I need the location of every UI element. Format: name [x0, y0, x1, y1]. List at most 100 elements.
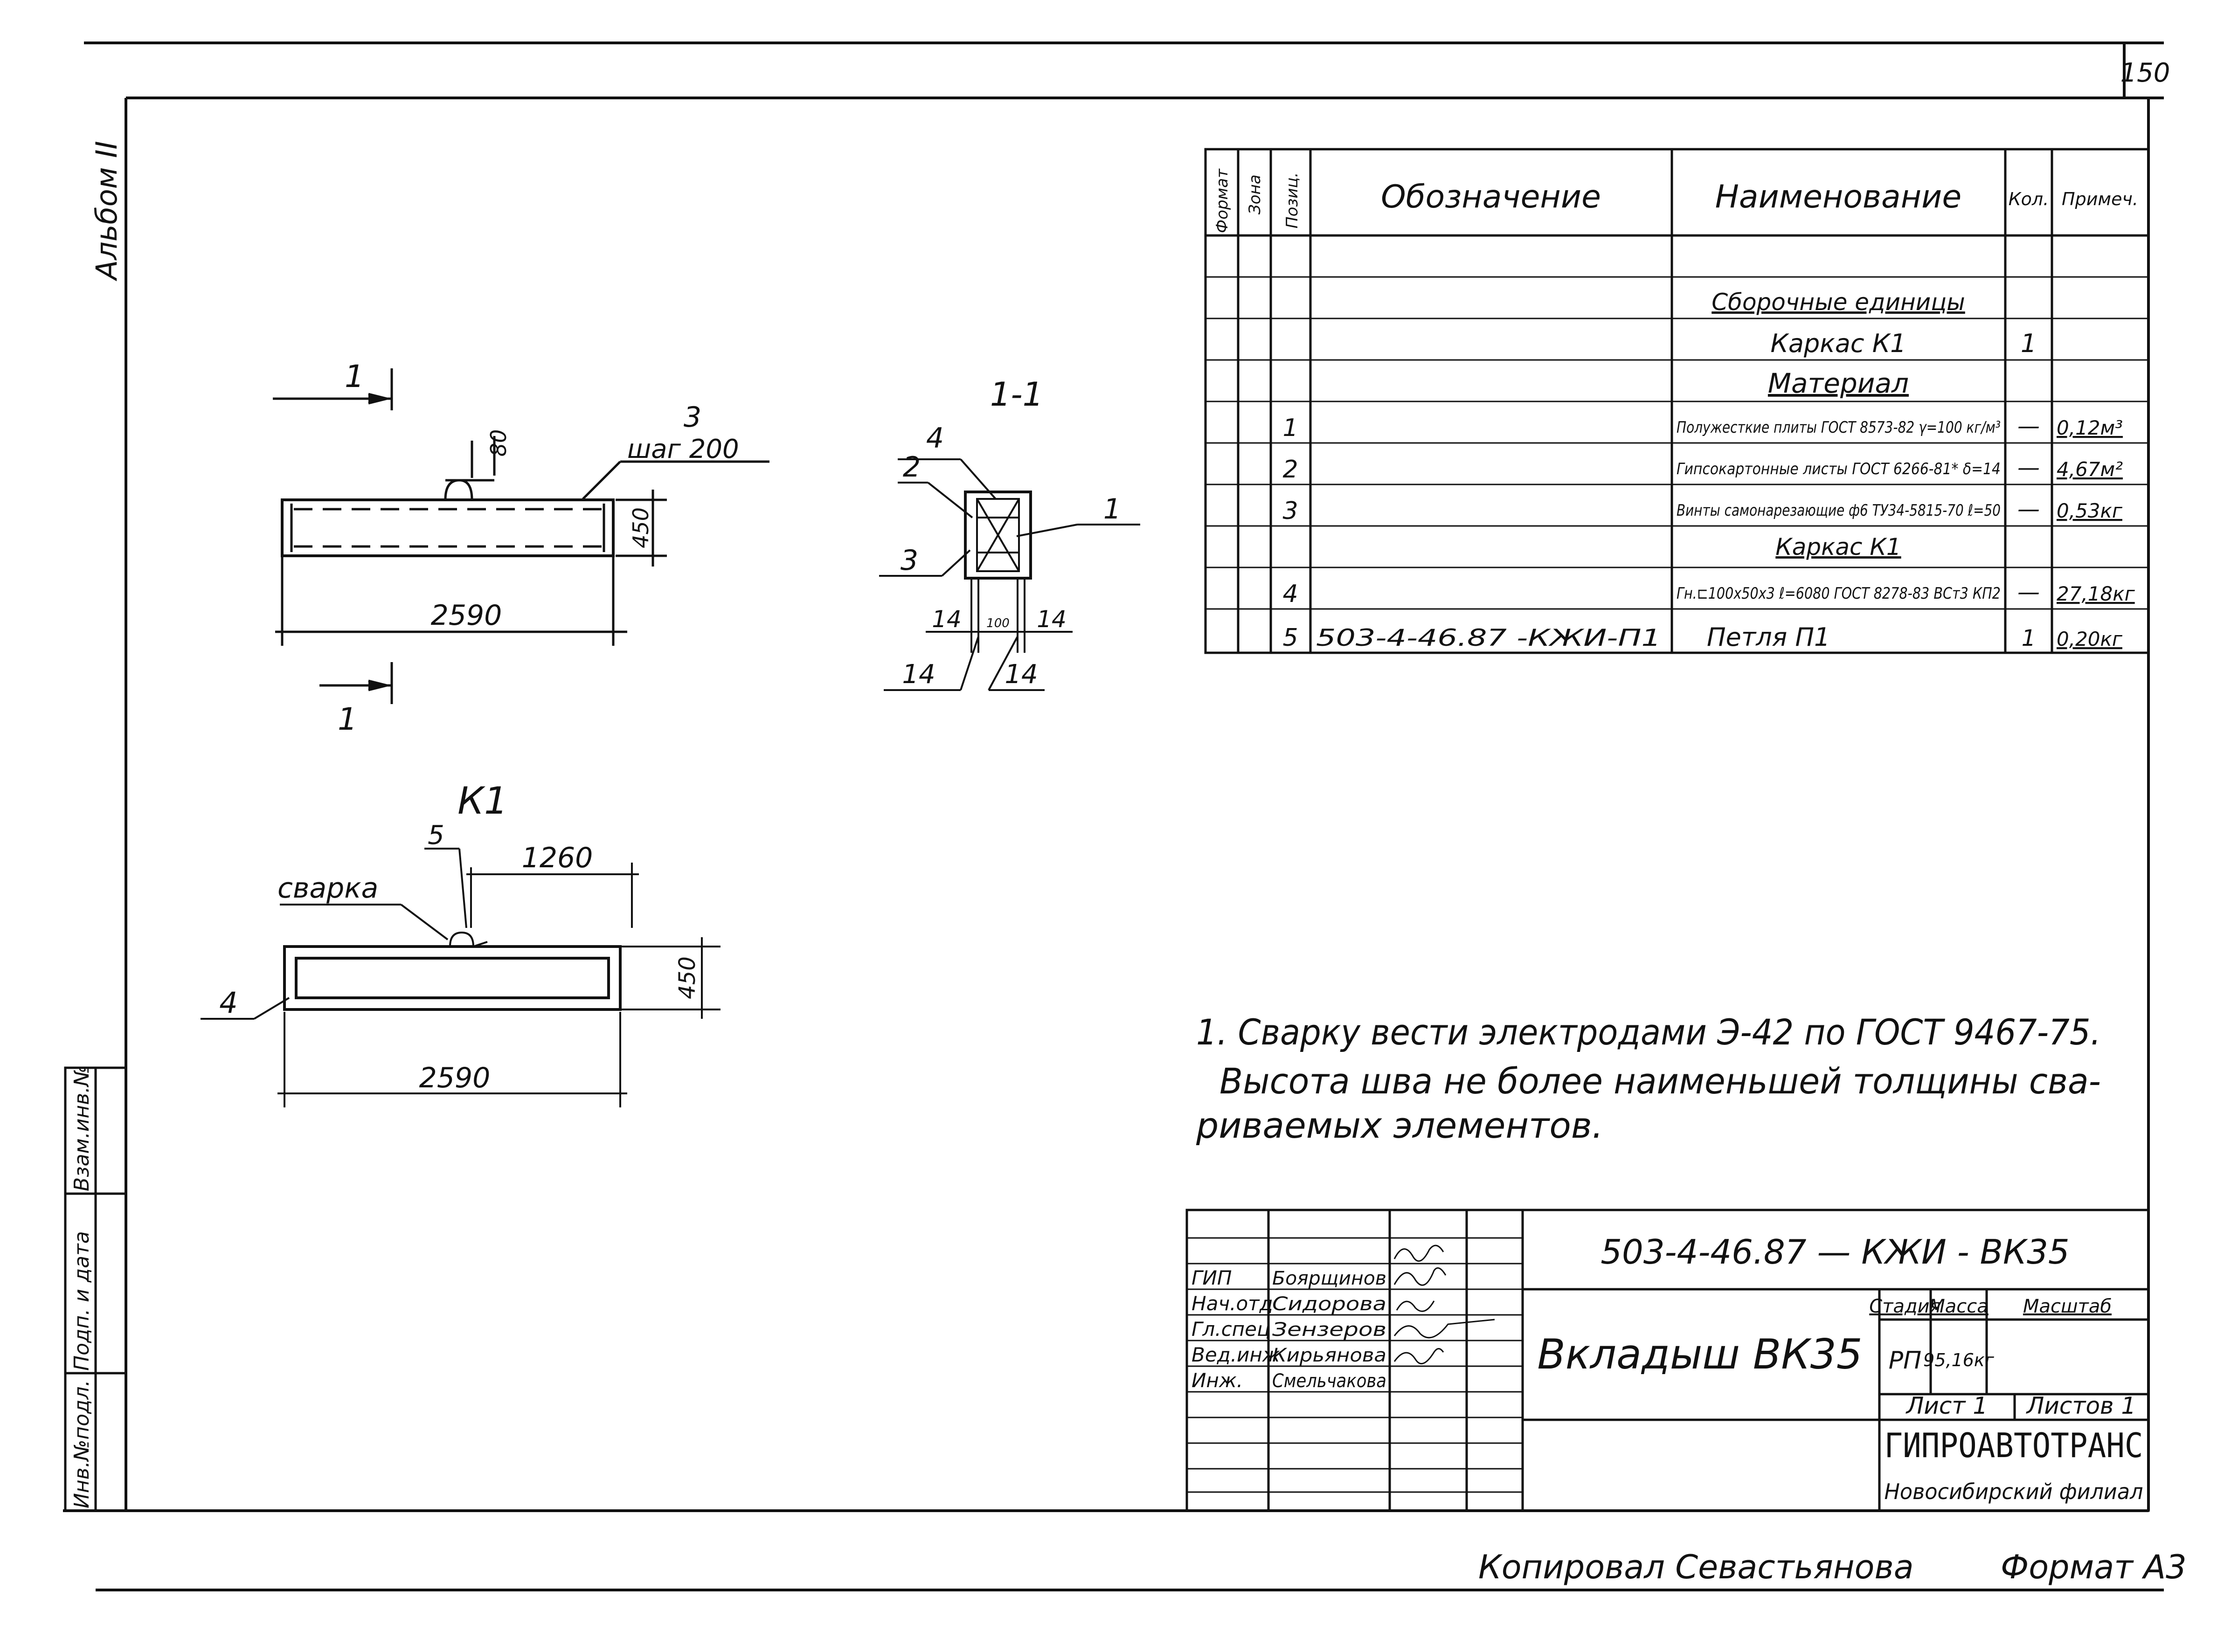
margin-stamp	[64, 1066, 127, 1512]
role-gip: ГИП	[1192, 1266, 1232, 1289]
org-name: ГИПРОАВТОТРАНС	[1885, 1426, 2143, 1465]
row-name: Гн.⊏100х50х3 ℓ=6080 ГОСТ 8278-83 ВСт3 КП…	[1677, 584, 2001, 603]
stamp-sign-cell: Подп. и дата	[70, 1231, 94, 1371]
document-title: Вкладыш ВК35	[1537, 1330, 1862, 1378]
section-dim-14-bl: 14	[902, 659, 935, 690]
scale-label: Масштаб	[2023, 1296, 2112, 1317]
header-position: Позиц.	[1283, 173, 1302, 229]
k1-callout-weld: сварка	[277, 872, 378, 905]
row-name: Гипсокартонные листы ГОСТ 6266-81* δ=14	[1677, 460, 2001, 478]
row-name: Петля П1	[1707, 622, 1830, 652]
dim-height: 450	[628, 507, 653, 548]
spec-row: 2 Гипсокартонные листы ГОСТ 6266-81* δ=1…	[1282, 455, 2123, 484]
k1-dim-1260: 1260	[522, 842, 593, 874]
section-dim-14-right: 14	[1037, 606, 1067, 633]
cut-label-top: 1	[345, 359, 364, 394]
cut-label-bottom: 1	[338, 701, 357, 737]
section-callout-4: 4	[926, 422, 944, 455]
stage-value: РП	[1889, 1347, 1921, 1375]
k1-callout-4: 4	[219, 986, 237, 1020]
spec-row: 1 Полужесткие плиты ГОСТ 8573-82 γ=100 к…	[1282, 413, 2123, 442]
role-lead-eng: Вед.инж	[1192, 1343, 1280, 1366]
row-name: Материал	[1768, 367, 1909, 399]
header-name: Наименование	[1715, 179, 1961, 215]
name-lead-eng: Кирьянова	[1272, 1345, 1386, 1366]
callout-3-plan: 3	[684, 401, 701, 434]
mass-value: 95,16кг	[1923, 1350, 1995, 1370]
row-name: Каркас К1	[1775, 533, 1901, 560]
plan-view	[273, 368, 769, 704]
copied-by: Копировал Севастьянова	[1478, 1548, 1914, 1586]
row-note: 27,18кг	[2057, 582, 2135, 605]
row-name: Сборочные единицы	[1711, 289, 1965, 316]
role-head-dept: Нач.отд	[1192, 1292, 1273, 1315]
stage-label: Стадия	[1869, 1296, 1940, 1317]
header-qty: Кол.	[2009, 189, 2049, 209]
row-pos: 5	[1282, 624, 1298, 652]
header-format: Формат	[1213, 168, 1232, 233]
row-qty: 1	[2021, 329, 2037, 358]
name-eng: Смельчакова	[1272, 1370, 1386, 1392]
section-callout-1: 1	[1103, 493, 1121, 525]
stamp-replace-cell: Взам.инв.№	[70, 1065, 94, 1191]
section-title: 1-1	[990, 375, 1043, 414]
spec-row: Каркас К1 1	[1771, 329, 2037, 358]
k1-dim-length: 2590	[419, 1062, 491, 1094]
name-head-dept: Сидорова	[1272, 1293, 1386, 1315]
note-line-1: 1. Сварку вести электродами Э-42 по ГОСТ…	[1196, 1011, 2101, 1053]
spec-row: 5 503-4-46.87 -КЖИ-П1 Петля П1 1 0,20кг	[1282, 622, 2122, 652]
section-callout-2: 2	[903, 451, 921, 484]
role-chief-spec: Гл.спец	[1192, 1318, 1270, 1341]
org-branch: Новосибирский филиал	[1885, 1479, 2143, 1504]
row-note: 0,20кг	[2057, 628, 2123, 650]
section-dim-100: 100	[986, 616, 1010, 630]
mass-label: Масса	[1929, 1296, 1988, 1317]
section-dim-14-br: 14	[1005, 659, 1038, 690]
spec-row: 3 Винты самонарезающие ф6 ТУ34-5815-70 ℓ…	[1282, 496, 2122, 525]
row-name: Каркас К1	[1771, 329, 1906, 358]
row-qty: —	[2017, 413, 2040, 439]
section-dim-14-left: 14	[932, 606, 962, 633]
sheet-label: Лист 1	[1905, 1392, 1988, 1419]
k1-dim-height: 450	[674, 956, 700, 999]
row-qty: —	[2017, 496, 2040, 522]
row-pos: 1	[1282, 414, 1298, 442]
k1-view	[201, 848, 721, 1107]
dim-length: 2590	[431, 599, 502, 632]
k1-title: К1	[457, 779, 508, 823]
name-chief-spec: Зензеров	[1272, 1319, 1386, 1341]
row-pos: 2	[1282, 456, 1298, 484]
stamp-inv-cell: Инв.№подл.	[70, 1380, 94, 1508]
signatures	[1393, 1244, 1495, 1364]
row-note: 0,12м³	[2057, 416, 2123, 439]
name-gip: Боярщинов	[1272, 1268, 1386, 1289]
row-pos: 4	[1282, 580, 1298, 608]
page-number: 150	[2120, 58, 2170, 88]
album-label: Альбом II	[90, 141, 124, 282]
header-zone: Зона	[1246, 174, 1264, 214]
section-1-1	[879, 458, 1140, 691]
row-designation: 503-4-46.87 -КЖИ-П1	[1316, 624, 1661, 651]
row-qty: 1	[2022, 625, 2036, 651]
spec-row: Материал	[1768, 367, 1909, 399]
spec-row: Сборочные единицы	[1711, 289, 1965, 316]
row-name: Полужесткие плиты ГОСТ 8573-82 γ=100 кг/…	[1677, 418, 2001, 437]
spec-row: 4 Гн.⊏100х50х3 ℓ=6080 ГОСТ 8278-83 ВСт3 …	[1282, 579, 2135, 608]
row-pos: 3	[1282, 497, 1298, 525]
header-designation: Обозначение	[1381, 179, 1601, 215]
callout-step: шаг 200	[627, 434, 739, 464]
k1-callout-5: 5	[428, 820, 444, 850]
row-note: 0,53кг	[2057, 499, 2123, 522]
row-note: 4,67м²	[2057, 458, 2123, 481]
section-callout-3: 3	[901, 544, 918, 577]
row-name: Винты самонарезающие ф6 ТУ34-5815-70 ℓ=5…	[1677, 501, 2001, 520]
document-code: 503-4-46.87 — КЖИ - ВК35	[1600, 1232, 2070, 1272]
header-note: Примеч.	[2062, 189, 2138, 209]
format-label: Формат А3	[2001, 1548, 2187, 1586]
dim-80: 80	[486, 429, 511, 457]
sheets-label: Листов 1	[2026, 1392, 2136, 1419]
spec-row: Каркас К1	[1775, 533, 1901, 560]
role-eng: Инж.	[1192, 1369, 1243, 1392]
spec-table: Формат Зона Позиц. Обозначение Наименова…	[1204, 148, 2150, 654]
